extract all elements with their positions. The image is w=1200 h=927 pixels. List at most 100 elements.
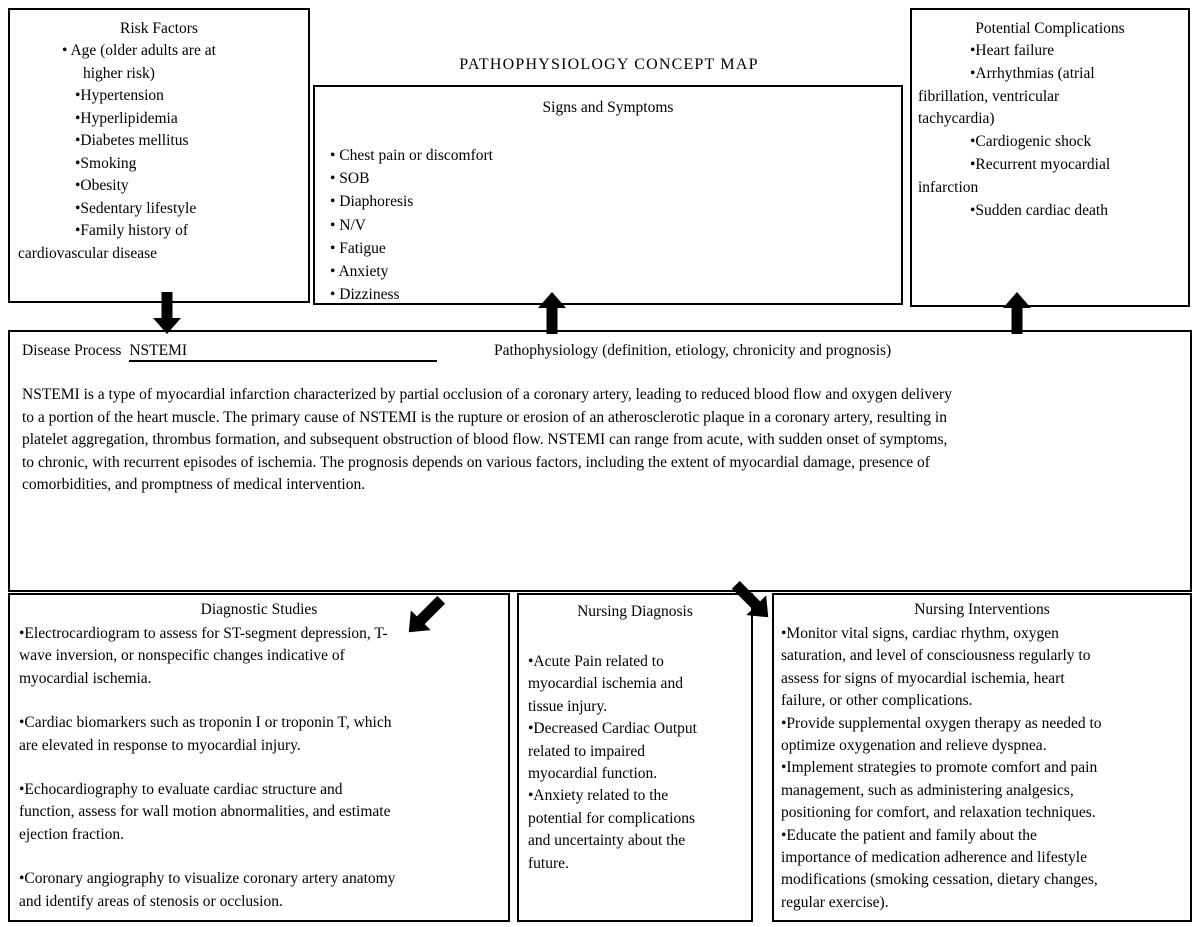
nursing-diagnosis-line: •Anxiety related to the: [528, 787, 669, 805]
nursing-diagnosis-box: Nursing Diagnosis •Acute Pain related to…: [517, 593, 753, 922]
nursing-diagnosis-line: myocardial ischemia and: [528, 675, 683, 693]
arrow-up-icon: [538, 292, 566, 334]
risk-factor-line: •Smoking: [75, 154, 137, 172]
diagnostic-study-item: •Cardiac biomarkers such as troponin I o…: [19, 712, 498, 757]
disease-description: NSTEMI is a type of myocardial infarctio…: [22, 384, 1176, 497]
nursing-diagnosis-line: future.: [528, 854, 569, 872]
symptom-line: • N/V: [330, 216, 366, 234]
complication-line: fibrillation, ventricular: [918, 87, 1060, 105]
symptom-line: • Anxiety: [330, 263, 389, 281]
nursing-interventions-list: •Monitor vital signs, cardiac rhythm, ox…: [774, 621, 1190, 914]
nursing-intervention-line: optimize oxygenation and relieve dyspnea…: [781, 737, 1047, 755]
signs-symptoms-box: Signs and Symptoms • Chest pain or disco…: [313, 85, 903, 305]
symptom-line: • SOB: [330, 170, 370, 188]
risk-factor-line: •Hypertension: [75, 87, 164, 104]
disease-description-line: platelet aggregation, thrombus formation…: [22, 431, 948, 449]
nursing-diagnosis-line: myocardial function.: [528, 765, 658, 783]
nursing-intervention-line: positioning for comfort, and relaxation …: [781, 804, 1096, 822]
nursing-intervention-item: •Provide supplemental oxygen therapy as …: [781, 713, 1184, 758]
diagnostic-study-line: myocardial ischemia.: [19, 669, 152, 687]
risk-factor-line: • Age (older adults are at: [62, 42, 216, 59]
nursing-intervention-line: modifications (smoking cessation, dietar…: [781, 871, 1098, 889]
disease-description-line: to chronic, with recurrent episodes of i…: [22, 453, 930, 471]
diagnostic-study-line: •Electrocardiogram to assess for ST-segm…: [19, 625, 388, 642]
nursing-intervention-line: saturation, and level of consciousness r…: [781, 647, 1091, 665]
nursing-diagnosis-list: •Acute Pain related to myocardial ischem…: [519, 623, 751, 875]
nursing-diagnosis-line: potential for complications: [528, 809, 696, 827]
potential-complications-title: Potential Complications: [975, 20, 1125, 37]
nursing-diagnosis-line: related to impaired: [528, 742, 646, 760]
nursing-intervention-line: •Implement strategies to promote comfort…: [781, 759, 1098, 777]
complication-line: •Heart failure: [970, 42, 1055, 59]
symptom-line: • Diaphoresis: [330, 193, 414, 211]
nursing-intervention-item: •Monitor vital signs, cardiac rhythm, ox…: [781, 623, 1184, 713]
nursing-intervention-item: •Educate the patient and family about th…: [781, 825, 1184, 915]
diagnostic-study-line: are elevated in response to myocardial i…: [19, 736, 301, 754]
nursing-interventions-title: Nursing Interventions: [914, 601, 1050, 618]
complication-line: infarction: [918, 178, 979, 196]
diagnostic-study-line: ejection fraction.: [19, 825, 125, 843]
pathophysiology-label: Pathophysiology (definition, etiology, c…: [494, 342, 892, 359]
nursing-intervention-line: •Educate the patient and family about th…: [781, 826, 1037, 844]
disease-process-box: Disease Process NSTEMI Pathophysiology (…: [8, 330, 1192, 592]
diagnostic-study-line: •Coronary angiography to visualize coron…: [19, 870, 396, 888]
nursing-intervention-line: regular exercise).: [781, 893, 889, 911]
nursing-interventions-box: Nursing Interventions •Monitor vital sig…: [772, 593, 1192, 922]
risk-factors-title: Risk Factors: [120, 20, 198, 37]
arrow-down-right-icon: [731, 580, 769, 618]
diagnostic-study-line: and identify areas of stenosis or occlus…: [19, 892, 283, 910]
nursing-diagnosis-item: •Acute Pain related to myocardial ischem…: [528, 651, 743, 718]
complication-line: •Sudden cardiac death: [970, 201, 1108, 219]
nursing-intervention-line: importance of medication adherence and l…: [781, 849, 1087, 867]
diagnostic-study-item: •Electrocardiogram to assess for ST-segm…: [19, 623, 498, 690]
diagnostic-study-line: function, assess for wall motion abnorma…: [19, 803, 391, 821]
nursing-diagnosis-line: •Acute Pain related to: [528, 653, 664, 670]
symptom-line: • Dizziness: [330, 286, 400, 304]
nursing-intervention-item: •Implement strategies to promote comfort…: [781, 757, 1184, 824]
nursing-intervention-line: failure, or other complications.: [781, 692, 973, 710]
nursing-intervention-line: •Monitor vital signs, cardiac rhythm, ox…: [781, 625, 1059, 642]
disease-process-value: NSTEMI: [129, 342, 188, 359]
diagnostic-study-item: •Coronary angiography to visualize coron…: [19, 868, 498, 913]
signs-symptoms-title: Signs and Symptoms: [542, 99, 674, 116]
risk-factor-line: •Diabetes mellitus: [75, 132, 189, 149]
disease-process-label: Disease Process: [22, 342, 122, 359]
nursing-diagnosis-line: and uncertainty about the: [528, 832, 686, 850]
nursing-diagnosis-line: •Decreased Cardiac Output: [528, 720, 697, 738]
complication-line: tachycardia): [918, 110, 995, 128]
nursing-diagnosis-item: •Anxiety related to the potential for co…: [528, 785, 743, 875]
page-title: PATHOPHYSIOLOGY CONCEPT MAP: [459, 56, 759, 73]
complication-line: •Recurrent myocardial: [970, 155, 1111, 173]
diagnostic-studies-title: Diagnostic Studies: [200, 601, 318, 618]
potential-complications-box: Potential Complications •Heart failure •…: [910, 8, 1190, 307]
nursing-intervention-line: •Provide supplemental oxygen therapy as …: [781, 714, 1102, 732]
diagnostic-study-line: •Cardiac biomarkers such as troponin I o…: [19, 714, 392, 732]
arrow-down-icon: [153, 292, 181, 334]
diagnostic-studies-box: Diagnostic Studies •Electrocardiogram to…: [8, 593, 510, 922]
risk-factor-line: •Family history of: [75, 222, 189, 239]
symptom-line: • Chest pain or discomfort: [330, 147, 493, 164]
disease-process-header: Disease Process NSTEMI Pathophysiology (…: [22, 342, 1180, 368]
risk-factor-line: •Hyperlipidemia: [75, 109, 178, 127]
arrow-down-left-icon: [408, 595, 446, 633]
disease-description-line: to a portion of the heart muscle. The pr…: [22, 408, 947, 426]
nursing-diagnosis-line: tissue injury.: [528, 697, 608, 715]
arrow-up-icon: [1003, 292, 1031, 334]
risk-factors-box: Risk Factors • Age (older adults are at …: [8, 8, 310, 303]
potential-complications-list: •Heart failure •Arrhythmias (atrial fibr…: [912, 40, 1188, 222]
nursing-intervention-line: management, such as administering analge…: [781, 781, 1074, 799]
risk-factor-line: •Sedentary lifestyle: [75, 199, 197, 217]
risk-factors-list: • Age (older adults are at higher risk) …: [10, 40, 308, 265]
complication-line: •Cardiogenic shock: [970, 133, 1092, 151]
diagnostic-study-item: •Echocardiography to evaluate cardiac st…: [19, 779, 498, 846]
diagnostic-study-line: wave inversion, or nonspecific changes i…: [19, 647, 345, 665]
diagnostic-study-line: •Echocardiography to evaluate cardiac st…: [19, 781, 343, 799]
nursing-intervention-line: assess for signs of myocardial ischemia,…: [781, 669, 1065, 687]
complication-line: •Arrhythmias (atrial: [970, 64, 1095, 82]
disease-description-line: NSTEMI is a type of myocardial infarctio…: [22, 386, 952, 403]
diagnostic-studies-list: •Electrocardiogram to assess for ST-segm…: [10, 621, 508, 913]
disease-description-line: comorbidities, and promptness of medical…: [22, 476, 366, 494]
risk-factor-line: •Obesity: [75, 177, 129, 194]
risk-factor-line: cardiovascular disease: [18, 244, 158, 262]
